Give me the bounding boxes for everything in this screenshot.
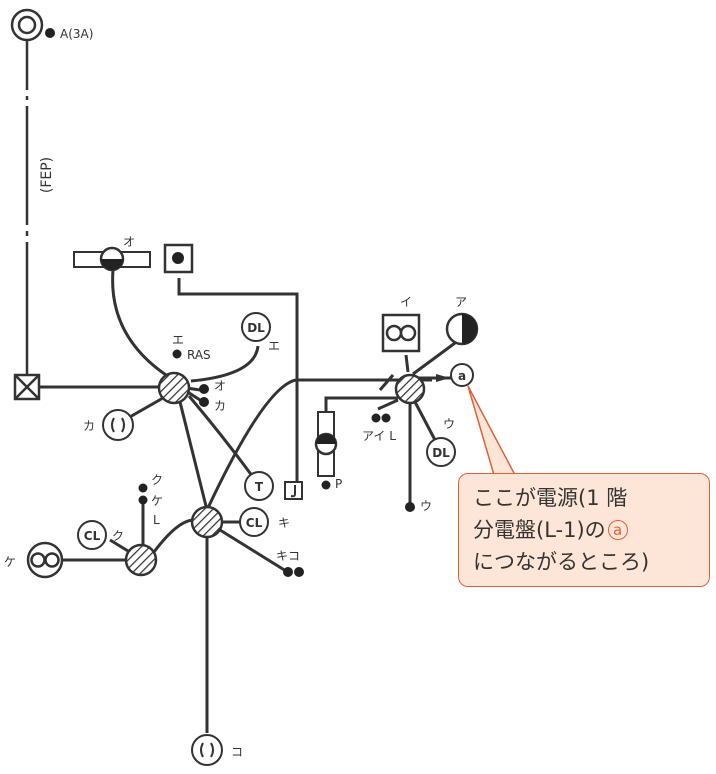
junction-box-icon bbox=[13, 373, 41, 401]
ceiling-light-icon bbox=[73, 246, 151, 272]
label-ku: ク bbox=[151, 473, 163, 487]
label-e-right: エ bbox=[268, 339, 280, 353]
circled-a-mark: a bbox=[607, 520, 628, 540]
dot-icon bbox=[138, 483, 148, 493]
dot-icon bbox=[199, 397, 209, 407]
main-junction-icon bbox=[157, 371, 191, 405]
label-u-bottom: ウ bbox=[420, 499, 432, 513]
label-ko: コ bbox=[231, 745, 243, 759]
pendant-light-icon bbox=[445, 312, 479, 346]
ceiling-light-cl-icon: CL bbox=[77, 520, 107, 550]
label-o-top: オ bbox=[123, 235, 135, 249]
label-ras: RAS bbox=[187, 348, 211, 362]
a-circle-label: a bbox=[458, 369, 466, 383]
dot-icon bbox=[283, 567, 293, 577]
dot-icon bbox=[405, 502, 415, 512]
outlet-icon bbox=[102, 409, 134, 441]
label-p: P bbox=[335, 477, 342, 491]
power-source-a-icon: a bbox=[450, 363, 474, 387]
dl-label: DL bbox=[247, 321, 265, 335]
downlight-icon: DL bbox=[426, 437, 456, 467]
callout-line-3: につながるところ) bbox=[473, 550, 650, 574]
label-ki: キ bbox=[278, 516, 290, 530]
label-i-top: イ bbox=[400, 295, 412, 309]
dl-right-label: DL bbox=[432, 446, 450, 460]
cl-label: CL bbox=[246, 516, 263, 530]
switch-box-icon bbox=[163, 243, 194, 274]
switch-plate-icon bbox=[284, 481, 303, 500]
label-e-top: エ bbox=[172, 333, 184, 347]
callout-line-2-text: 分電盤(L-1)の bbox=[473, 518, 606, 542]
double-outlet-icon bbox=[26, 541, 64, 579]
dot-icon bbox=[172, 349, 182, 359]
downlight-icon: DL bbox=[241, 312, 271, 342]
bracket-light-icon bbox=[314, 411, 338, 477]
label-u-right: ウ bbox=[443, 417, 455, 431]
dot-icon bbox=[138, 495, 148, 505]
right-junction-icon bbox=[394, 373, 426, 405]
timer-switch-icon: T bbox=[244, 471, 274, 501]
dot-icon bbox=[199, 384, 209, 394]
outlet-box-icon bbox=[381, 313, 421, 353]
dot-icon bbox=[381, 413, 391, 423]
left-junction-icon bbox=[124, 543, 158, 577]
label-ka-left: カ bbox=[83, 419, 95, 433]
dot-icon bbox=[321, 480, 331, 490]
dot-icon bbox=[371, 413, 381, 423]
label-ke-left: ケ bbox=[4, 555, 16, 569]
ceiling-light-cl-icon: CL bbox=[239, 507, 269, 537]
cl-left-label: CL bbox=[84, 529, 101, 543]
antenna-outlet-icon bbox=[10, 8, 44, 42]
label-kiko: キコ bbox=[276, 549, 300, 563]
arrow-icon bbox=[436, 374, 450, 382]
label-l: L bbox=[153, 513, 160, 527]
label-a-top: ア bbox=[455, 295, 467, 309]
outlet-icon bbox=[191, 734, 223, 766]
label-ka-mid: カ bbox=[214, 399, 226, 413]
lower-junction-icon bbox=[190, 505, 224, 539]
label-o-mid: オ bbox=[214, 379, 226, 393]
fep-label: (FEP) bbox=[39, 157, 55, 193]
callout-line-1: ここが電源(1 階 bbox=[473, 486, 628, 510]
dot-icon bbox=[294, 567, 304, 577]
t-label: T bbox=[255, 480, 264, 494]
dot-icon bbox=[45, 28, 55, 38]
label-ku2: ク bbox=[112, 529, 124, 543]
antenna-label: A(3A) bbox=[60, 27, 93, 41]
callout-pointer bbox=[467, 385, 517, 476]
label-ke: ケ bbox=[151, 494, 163, 508]
label-ai-l: アイ L bbox=[362, 429, 396, 443]
